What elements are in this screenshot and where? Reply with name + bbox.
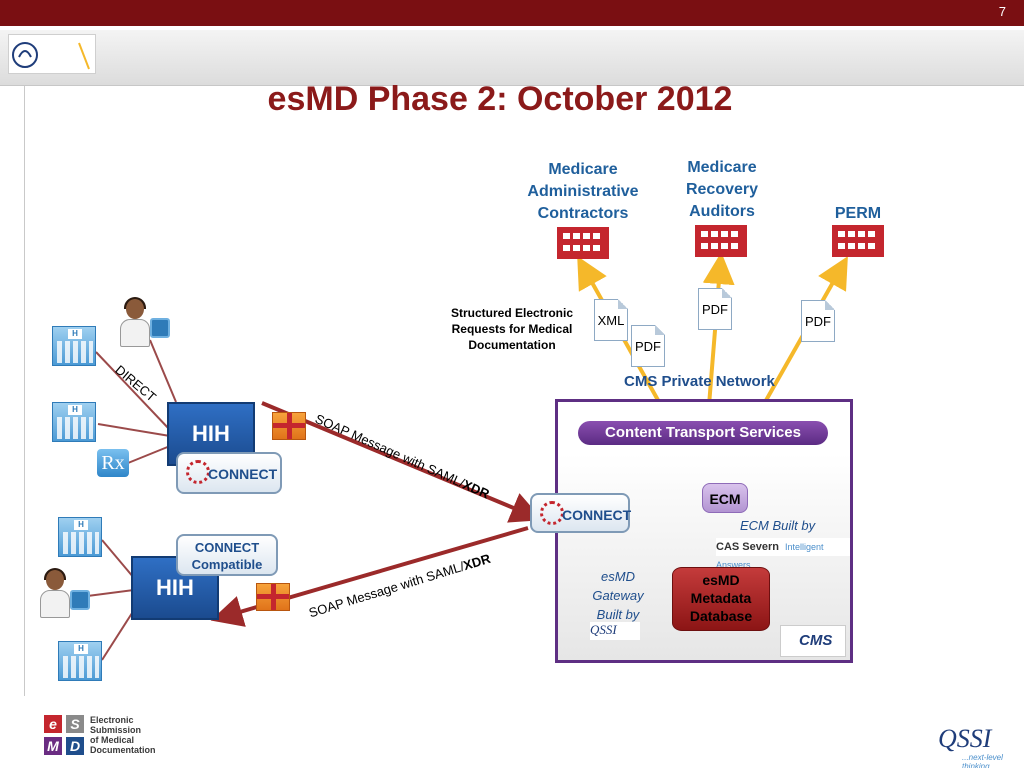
- cas-logo-text: CAS Severn: [716, 541, 779, 553]
- connect-box-upper: CONNECT: [176, 452, 282, 494]
- gift-package-icon: [272, 412, 306, 440]
- agency-label-perm: PERM: [834, 205, 882, 222]
- hih-spokes: [71, 339, 177, 661]
- content-transport-services: Content Transport Services: [578, 421, 828, 445]
- connect-gateway: CONNECT: [530, 493, 632, 533]
- cms-private-network-label: CMS Private Network: [624, 373, 775, 390]
- building-icon-recovery-auditors: [695, 225, 747, 257]
- pdf-document-icon: PDF: [698, 288, 732, 330]
- left-rule: [24, 86, 25, 696]
- gift-package-icon: [256, 583, 290, 611]
- hospital-icon: H: [52, 326, 96, 366]
- xray-icon: [150, 318, 170, 338]
- ecm-built-by-label: ECM Built by: [740, 518, 816, 533]
- cms-logo-icon: [12, 42, 90, 70]
- top-bar: 7: [0, 0, 1024, 26]
- esmd-letter-m: M: [44, 737, 62, 755]
- connect-compatible-box: CONNECT Compatible: [176, 534, 278, 576]
- hospital-icon: H: [58, 641, 102, 681]
- connect-swirl-icon: [540, 501, 564, 525]
- slide-title: esMD Phase 2: October 2012: [267, 80, 733, 118]
- cms-logo: [8, 34, 96, 74]
- cms-small-logo-text: CMS: [799, 632, 833, 649]
- agency-label-recovery-auditors: Medicare Recovery Auditors: [685, 159, 759, 220]
- building-icon-perm: [832, 225, 884, 257]
- xray-icon: [70, 590, 90, 610]
- slide-number: 7: [998, 4, 1006, 19]
- esmd-line: of Medical: [90, 735, 135, 745]
- esmd-logo-text: Electronic Submission of Medical Documen…: [90, 715, 156, 755]
- esmd-line: Documentation: [90, 745, 156, 755]
- hih-node-upper: HIH: [167, 402, 255, 466]
- pdf-document-icon: PDF: [631, 325, 665, 367]
- cas-tagline: Intelligent Answers.: [716, 542, 824, 570]
- header-band: [0, 30, 1024, 86]
- qssi-logo: QSSI: [938, 724, 992, 753]
- building-icon-mac: [557, 227, 609, 259]
- ecm-node: ECM: [702, 483, 748, 513]
- connect-label: CONNECT: [562, 507, 632, 523]
- esmd-letter-s: S: [66, 715, 84, 733]
- gateway-built-by-label: esMD Gateway Built by: [592, 569, 644, 622]
- connect-swirl-icon: [186, 460, 210, 484]
- xml-document-icon: XML: [594, 299, 628, 341]
- hospital-icon: H: [58, 517, 102, 557]
- agency-label-mac: Medicare Administrative Contractors: [527, 161, 639, 222]
- hospital-icon: H: [52, 402, 96, 442]
- esmd-letter-d: D: [66, 737, 84, 755]
- esmd-metadata-database: esMD Metadata Database: [672, 567, 770, 631]
- structured-requests-label: Structured Electronic Requests for Medic…: [450, 306, 574, 352]
- esmd-line: Electronic: [90, 715, 134, 725]
- esmd-letter-e: e: [44, 715, 62, 733]
- connect-label: CONNECT: [208, 466, 278, 482]
- qssi-tagline: ...next-level thinking: [962, 753, 1003, 768]
- rx-pharmacy-icon: Rx: [97, 449, 129, 477]
- pdf-document-icon: PDF: [801, 300, 835, 342]
- cms-small-logo: CMS: [780, 625, 846, 657]
- doctor-icon: [40, 568, 70, 618]
- esmd-line: Submission: [90, 725, 142, 735]
- doctor-icon: [120, 297, 150, 347]
- qssi-small-logo: QSSI: [590, 622, 640, 640]
